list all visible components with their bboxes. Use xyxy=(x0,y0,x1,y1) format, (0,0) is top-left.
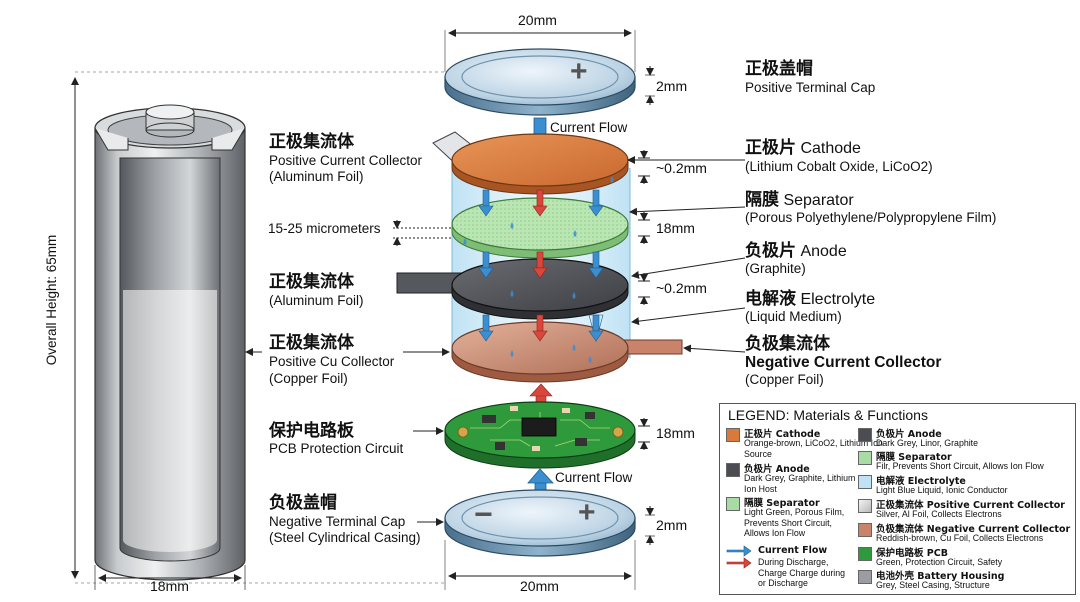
cathode-thickness: ~0.2mm xyxy=(656,160,707,176)
bottom-cap-cn: 负极盖帽 xyxy=(269,493,337,513)
legend-swatch xyxy=(726,428,740,442)
legend-item-desc: Green, Protection Circuit, Safety xyxy=(876,557,1003,567)
anode-layer xyxy=(396,258,629,320)
housing-width-label: 18mm xyxy=(150,578,189,594)
negative-terminal-cap xyxy=(444,489,655,590)
cathode-label: 正极片 Cathode xyxy=(745,138,861,159)
plus-glyph-top: + xyxy=(570,55,588,88)
left-collector-2-cn: 正极集流体 xyxy=(269,272,354,292)
legend-swatch xyxy=(858,428,872,442)
anode-desc: (Graphite) xyxy=(745,261,806,276)
legend-item-desc: Dark Grey, Linor, Graphite xyxy=(876,438,979,448)
legend-swatch xyxy=(858,451,872,465)
legend-item-desc: Filr, Prevents Short Circuit, Allows Ion… xyxy=(876,461,1044,471)
top-cap-height-label: 2mm xyxy=(656,78,688,94)
pcb-chip xyxy=(521,417,557,437)
legend-swatch xyxy=(858,547,872,561)
positive-terminal-cap xyxy=(444,29,655,116)
bottom-cap-en: Negative Terminal Cap xyxy=(269,514,406,529)
legend-item-name: 隔膜 Separator xyxy=(876,452,952,463)
separator-thickness: 18mm xyxy=(656,220,695,236)
neg-collector-cn: 负极集流体 xyxy=(745,334,830,354)
electrolyte-cn: 电解液 xyxy=(745,289,796,309)
legend-item-desc: Silver, Al Foil, Collects Electrons xyxy=(876,509,1002,519)
pcb-en: PCB Protection Circuit xyxy=(269,441,404,456)
cathode-cn: 正极片 xyxy=(745,138,796,158)
current-flow-bottom-label: Current Flow xyxy=(555,470,633,485)
cathode-desc: (Lithium Cobalt Oxide, LiCoO2) xyxy=(745,159,933,174)
left-collector-3-en: Positive Cu Collector xyxy=(269,354,395,369)
bottom-cap-width-label: 20mm xyxy=(520,578,559,594)
bottom-cap-height-label: 2mm xyxy=(656,517,688,533)
left-collector-1-desc: (Aluminum Foil) xyxy=(269,169,364,184)
electrolyte-en: Electrolyte xyxy=(800,291,876,308)
legend-item-name: 电池外壳 Battery Housing xyxy=(876,571,1005,582)
separator-desc: (Porous Polyethylene/Polypropylene Film) xyxy=(745,210,997,225)
legend-item-name: 负极片 Anode xyxy=(876,429,942,440)
legend-swatch xyxy=(858,570,872,584)
minus-glyph-bottom: − xyxy=(474,496,493,532)
legend-item-name: 电解液 Electrolyte xyxy=(876,476,966,487)
cathode-layer xyxy=(451,133,629,195)
micrometers-label: 15-25 micrometers xyxy=(268,221,381,236)
legend-item-name: 负极集流体 Negative Current Collector xyxy=(876,524,1071,535)
legend-item-name: 保护电路板 PCB xyxy=(876,548,948,559)
separator-layer xyxy=(451,197,629,259)
internal-flow-arrows xyxy=(463,176,614,363)
neg-collector-desc: (Copper Foil) xyxy=(745,372,824,387)
neg-collector-en: Negative Current Collector xyxy=(745,354,942,371)
pcb-thickness: 18mm xyxy=(656,425,695,441)
top-cap-cn-label: 正极盖帽 xyxy=(745,59,813,79)
pcb-cn: 保护电路板 xyxy=(269,421,354,441)
bottom-cap-desc: (Steel Cylindrical Casing) xyxy=(269,530,421,545)
legend-arrows-icon xyxy=(726,545,752,569)
anode-thickness: ~0.2mm xyxy=(656,280,707,296)
legend-item-name: Current Flow xyxy=(758,545,828,556)
anode-cn: 负极片 xyxy=(745,241,796,261)
battery-housing xyxy=(71,71,445,590)
left-collector-2-desc: (Aluminum Foil) xyxy=(269,293,364,308)
anode-en: Anode xyxy=(800,243,847,260)
leader-lines xyxy=(245,150,746,526)
separator-label: 隔膜 Separator xyxy=(745,190,854,211)
legend-item-desc: Light Blue Liquid, Ionic Conductor xyxy=(876,485,1008,495)
legend-item-name: 正极片 Cathode xyxy=(744,429,821,440)
legend-item-name: 负极片 Anode xyxy=(744,464,810,475)
electrolyte-desc: (Liquid Medium) xyxy=(745,309,842,324)
legend-swatch xyxy=(726,497,740,511)
legend-item-desc: During Discharge, Charge Charge during o… xyxy=(758,557,846,588)
top-cap-en-label: Positive Terminal Cap xyxy=(745,80,876,95)
legend-swatch xyxy=(858,475,872,489)
legend-swatch xyxy=(858,499,872,513)
legend-item-desc: Light Green, Porous Film, Prevents Short… xyxy=(744,507,845,538)
legend-item-desc: Reddish-brown, Cu Foil, Collects Electro… xyxy=(876,533,1044,543)
legend-item-desc: Dark Grey, Graphite, Lithium Ion Host xyxy=(744,473,856,494)
pcb-board xyxy=(444,401,636,469)
separator-cn: 隔膜 xyxy=(745,190,779,210)
anode-label: 负极片 Anode xyxy=(745,241,847,262)
copper-collector-layer xyxy=(451,321,683,383)
legend-item-desc: Orange-brown, LiCoO2, Lithium Ion Source xyxy=(744,438,883,459)
legend-item-desc: Grey, Steel Casing, Structure xyxy=(876,580,990,590)
electrolyte-label: 电解液 Electrolyte xyxy=(745,289,876,310)
separator-en: Separator xyxy=(783,192,854,209)
legend-box: LEGEND: Materials & Functions 正极片 Cathod… xyxy=(719,403,1076,595)
legend-item-name: 隔膜 Separator xyxy=(744,498,820,509)
top-cap-width-label: 20mm xyxy=(518,12,557,28)
cathode-en: Cathode xyxy=(800,140,861,157)
legend-swatch xyxy=(726,463,740,477)
overall-height-label: Overall Height: 65mm xyxy=(44,234,60,366)
legend-title: LEGEND: Materials & Functions xyxy=(728,407,928,423)
legend-swatch xyxy=(858,523,872,537)
legend-item-name: 正极集流体 Positive Current Collector xyxy=(876,500,1065,511)
left-collector-1-cn: 正极集流体 xyxy=(269,132,354,152)
current-flow-top-label: Current Flow xyxy=(550,120,628,135)
left-collector-1-en: Positive Current Collector xyxy=(269,153,423,168)
plus-glyph-bottom: + xyxy=(578,496,596,529)
left-collector-3-desc: (Copper Foil) xyxy=(269,371,348,386)
left-collector-3-cn: 正极集流体 xyxy=(269,333,354,353)
